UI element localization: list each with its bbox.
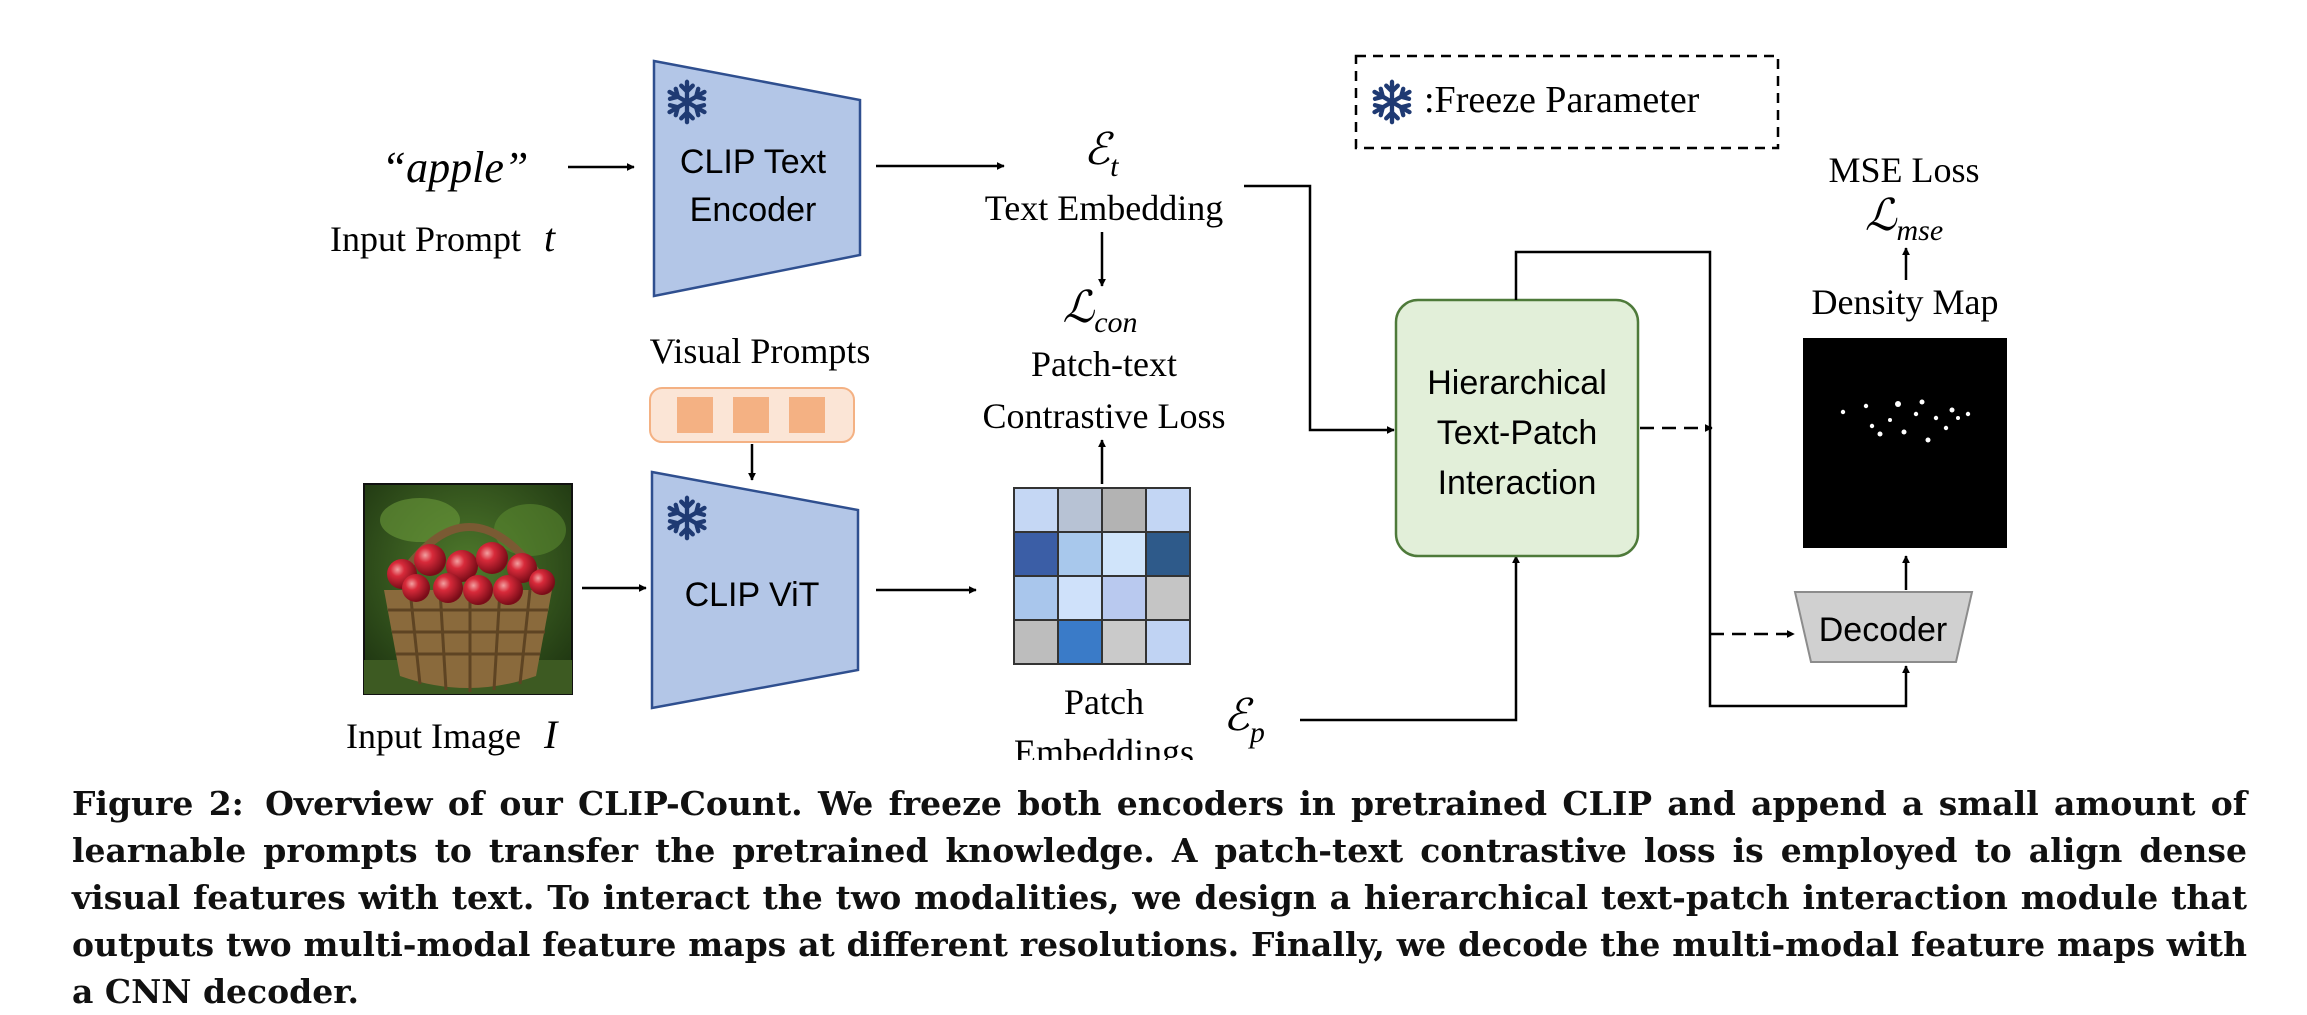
interaction-label-1: Hierarchical — [1427, 364, 1607, 402]
visual-prompt-token — [733, 397, 769, 433]
clip-vit-encoder — [650, 470, 860, 710]
patch-cell — [1101, 487, 1147, 533]
patch-cell — [1145, 619, 1191, 665]
visual-prompts-label: Visual Prompts — [650, 331, 871, 371]
cnn-decoder — [1793, 591, 1974, 663]
patch-cell — [1101, 575, 1147, 621]
clip-count-overview-diagram: “apple” Input Prompt t CLIP Text Encoder… — [330, 54, 2007, 760]
patch-cell — [1057, 487, 1103, 533]
patch-cell — [1145, 575, 1191, 621]
input-prompt-label: Input Prompt t — [330, 215, 556, 260]
patch-cell — [1101, 619, 1147, 665]
text-encoder-label-2: Encoder — [690, 191, 817, 229]
visual-prompt-token — [677, 397, 713, 433]
figure-caption: Figure 2: Overview of our CLIP-Count. We… — [72, 780, 2247, 1015]
patch-cell — [1057, 619, 1103, 665]
contrastive-loss-symbol: ℒcon — [1062, 283, 1137, 339]
interaction-label-2: Text-Patch — [1437, 414, 1598, 452]
input-image — [363, 483, 573, 695]
patch-cell — [1057, 575, 1103, 621]
patch-cell — [1013, 575, 1059, 621]
patch-cell — [1101, 531, 1147, 577]
patch-embeddings-grid — [1013, 487, 1191, 665]
patch-cell — [1057, 531, 1103, 577]
mse-loss-symbol: ℒmse — [1865, 191, 1943, 247]
prompt-text: “apple” — [382, 143, 529, 192]
decoder-label: Decoder — [1819, 611, 1948, 649]
patch-cell — [1013, 487, 1059, 533]
patch-cell — [1145, 531, 1191, 577]
patch-cell — [1145, 487, 1191, 533]
visual-prompts — [649, 387, 855, 443]
patch-cell — [1013, 619, 1059, 665]
clip-text-encoder — [652, 59, 862, 298]
density-map-label: Density Map — [1812, 282, 1999, 322]
patch-embedding-symbol: ℰp — [1223, 691, 1265, 749]
caption-label: Figure 2: — [72, 784, 244, 823]
patch-embeddings-label-2: Embeddings — [1014, 732, 1194, 760]
freeze-legend-label: :Freeze Parameter — [1424, 79, 1700, 121]
mse-loss-label: MSE Loss — [1828, 150, 1979, 190]
contrastive-loss-label-1: Patch-text — [1031, 344, 1177, 384]
text-embedding-label: Text Embedding — [985, 188, 1223, 228]
patch-embeddings-label-1: Patch — [1064, 682, 1144, 722]
density-map — [1803, 338, 2007, 548]
connector-interaction-to-decoder — [1514, 250, 1910, 708]
vit-label: CLIP ViT — [685, 576, 820, 614]
patch-cell — [1013, 531, 1059, 577]
contrastive-loss-label-2: Contrastive Loss — [983, 396, 1226, 436]
connector-text-embedding-to-interaction — [1244, 184, 1395, 434]
input-image-label: Input Image I — [346, 712, 559, 757]
text-embedding-symbol: ℰt — [1084, 125, 1120, 183]
freeze-legend — [1354, 54, 1780, 150]
connector-patch-to-interaction — [1300, 555, 1520, 722]
density-points — [1840, 399, 1971, 443]
text-encoder-label-1: CLIP Text — [680, 143, 827, 181]
interaction-label-3: Interaction — [1438, 464, 1597, 502]
visual-prompt-token — [789, 397, 825, 433]
caption-text: Overview of our CLIP-Count. We freeze bo… — [72, 784, 2247, 1011]
